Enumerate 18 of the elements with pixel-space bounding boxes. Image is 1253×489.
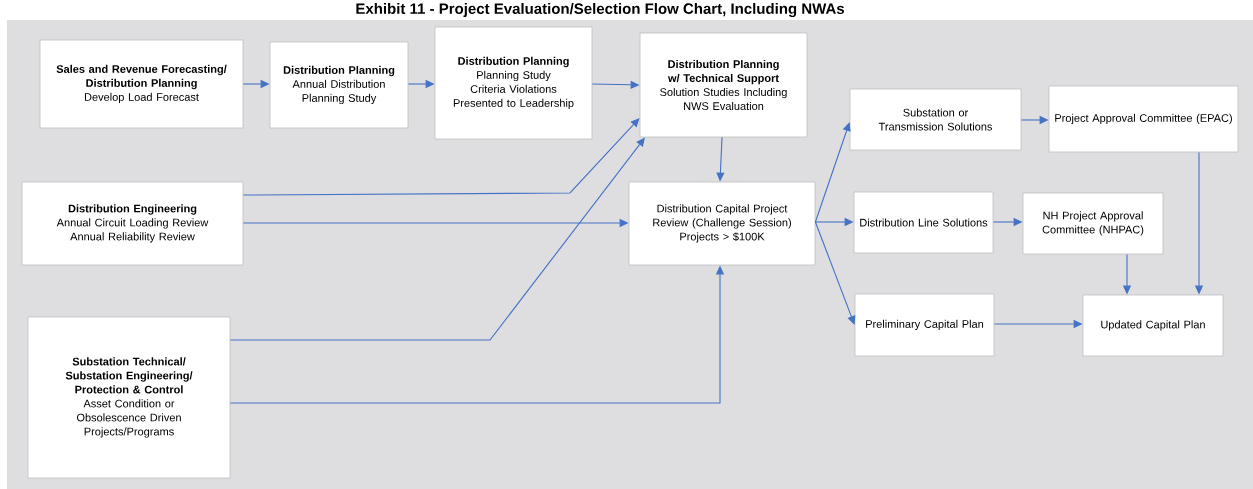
process-box: Distribution Line Solutions bbox=[853, 191, 994, 254]
process-box: Substation Technical/ Substation Engineering/ Protection & Control Asset Condition or Obsolescence Driven Projects/Programs bbox=[27, 316, 231, 479]
arrow bbox=[814, 122, 851, 223]
process-box: Preliminary Capital Plan bbox=[854, 293, 995, 357]
arrow bbox=[229, 137, 645, 341]
process-box: Project Approval Committee (EPAC) bbox=[1048, 85, 1239, 153]
process-box: NH Project Approval Committee (NHPAC) bbox=[1022, 192, 1164, 255]
process-box: Sales and Revenue Forecasting/ Distribution Planning Develop Load Forecast bbox=[39, 39, 244, 129]
arrow bbox=[242, 118, 640, 196]
arrow bbox=[814, 221, 856, 325]
title: Exhibit 11 - Project Evaluation/Selection Flow Chart, Including NWAs bbox=[356, 2, 845, 18]
process-box: Updated Capital Plan bbox=[1082, 294, 1224, 357]
process-box: Distribution Engineering Annual Circuit Loading Review Annual Reliability Review bbox=[21, 181, 244, 266]
process-box: Substation or Transmission Solutions bbox=[849, 88, 1022, 151]
process-box: Distribution Capital Project Review (Challenge Session) Projects > $100K bbox=[628, 181, 816, 266]
process-box: Distribution Planning Annual Distribution Planning Study bbox=[269, 41, 409, 129]
process-box: Distribution Planning Planning Study Criteria Violations Presented to Leadership bbox=[434, 26, 593, 140]
process-box: Distribution Planning w/ Technical Support Solution Studies Including NWS Evaluation bbox=[639, 32, 808, 138]
